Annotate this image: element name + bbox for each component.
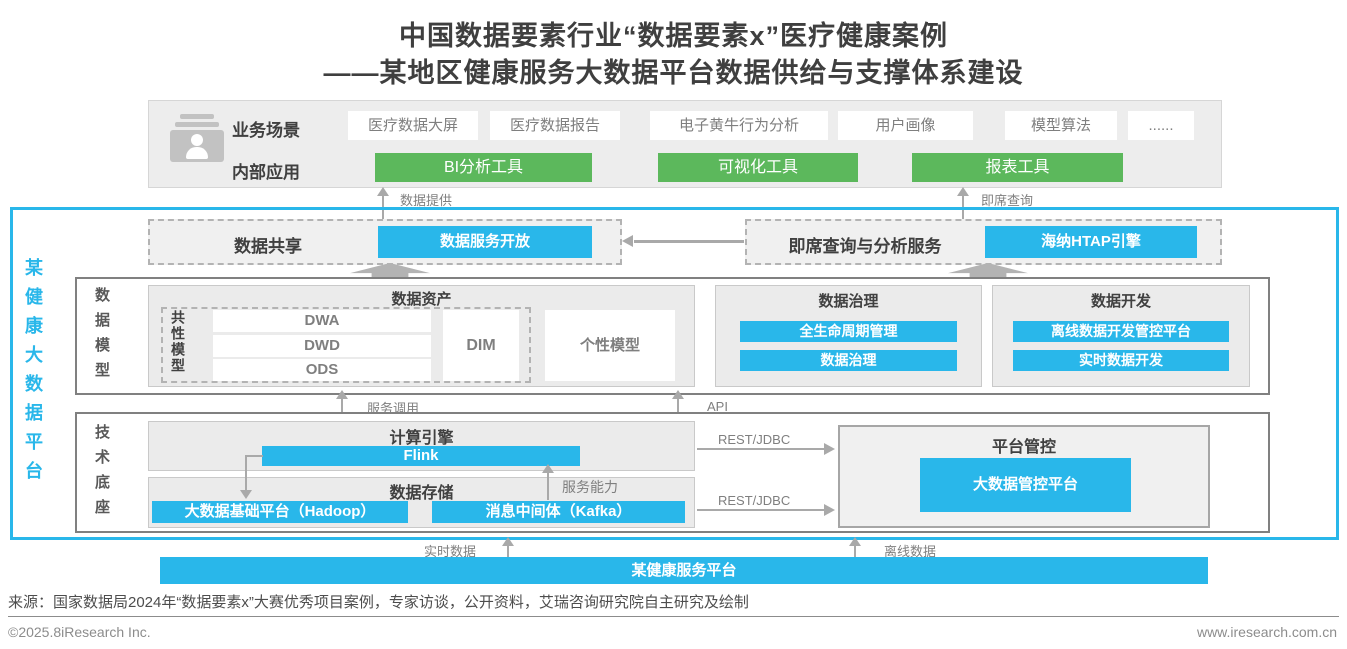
flink-to-hadoop-arrow-vline	[245, 455, 247, 491]
personal-model-box: 个性模型	[545, 310, 675, 381]
platform-vertical-label: 某健康大数据平台	[23, 258, 43, 490]
layer-dwd: DWD	[213, 335, 431, 357]
internal-app-label: 内部应用	[232, 163, 300, 182]
data-governance-button: 数据治理	[740, 350, 957, 371]
data-governance-title: 数据治理	[818, 293, 879, 310]
contact-card-icon	[170, 114, 224, 162]
health-bigdata-platform-frame	[10, 207, 1339, 540]
offline-data-label: 离线数据	[884, 544, 937, 559]
common-model-group	[161, 307, 531, 383]
flink-to-hadoop-arrow-head	[240, 490, 252, 499]
adhoc-to-share-arrow-line	[634, 240, 744, 243]
common-model-label: 共性模型	[170, 310, 186, 374]
adhoc-analysis-label: 即席查询与分析服务	[788, 237, 942, 256]
platform-control-title: 平台管控	[991, 439, 1056, 456]
tool-bi-analysis: BI分析工具	[375, 153, 592, 182]
realtime-data-arrow-head	[502, 537, 514, 546]
compute-engine-title: 计算引擎	[389, 430, 454, 447]
layer-dwa: DWA	[213, 310, 431, 332]
realtime-dev-button: 实时数据开发	[1013, 350, 1229, 371]
realtime-data-arrow-line	[507, 545, 509, 557]
data-provide-arrow-head	[377, 187, 389, 196]
kafka-to-flink-arrow-head	[542, 464, 554, 473]
data-provide-label: 数据提供	[400, 193, 453, 208]
scenario-item-more: ......	[1128, 111, 1194, 140]
health-service-platform-bar: 某健康服务平台	[160, 557, 1208, 584]
layer-dim: DIM	[443, 310, 519, 381]
offline-data-arrow-head	[849, 537, 861, 546]
kafka-bar: 消息中间体（Kafka）	[432, 501, 685, 523]
data-share-label: 数据共享	[234, 237, 302, 256]
realtime-data-label: 实时数据	[424, 544, 477, 559]
hadoop-bar: 大数据基础平台（Hadoop）	[152, 501, 408, 523]
scenario-item-scalper-analysis: 电子黄牛行为分析	[650, 111, 828, 140]
copyright-text: ©2025.8iResearch Inc.	[8, 624, 151, 640]
api-arrow-head	[672, 390, 684, 399]
data-service-open-button: 数据服务开放	[378, 226, 592, 258]
lifecycle-management-button: 全生命周期管理	[740, 321, 957, 342]
tool-visualization: 可视化工具	[658, 153, 858, 182]
scenario-item-model-algorithm: 模型算法	[1005, 111, 1117, 140]
data-storage-title: 数据存储	[389, 485, 454, 502]
rest-jdbc-arrow-head-2	[824, 504, 835, 516]
tool-reporting: 报表工具	[912, 153, 1123, 182]
rest-jdbc-label-2: REST/JDBC	[718, 493, 791, 508]
rest-jdbc-arrow-line-2	[697, 509, 825, 511]
data-asset-title: 数据资产	[391, 291, 452, 308]
rest-jdbc-arrow-head-1	[824, 443, 835, 455]
api-label: API	[707, 399, 728, 414]
tech-base-vertical-label: 技术底座	[93, 424, 110, 524]
layer-ods: ODS	[213, 359, 431, 381]
scenario-item-user-profile: 用户画像	[838, 111, 973, 140]
data-model-vertical-label: 数据模型	[93, 287, 110, 387]
adhoc-to-share-arrow-head	[622, 235, 633, 247]
adhoc-query-label: 即席查询	[981, 193, 1034, 208]
flink-to-hadoop-arrow-hline	[245, 455, 263, 457]
offline-dev-platform-button: 离线数据开发管控平台	[1013, 321, 1229, 342]
business-scenario-label: 业务场景	[232, 121, 300, 140]
scenario-item-medical-report: 医疗数据报告	[490, 111, 620, 140]
source-note: 来源：国家数据局2024年“数据要素x”大赛优秀项目案例，专家访谈，公开资料，艾…	[8, 594, 749, 611]
capability-label: 服务能力	[562, 479, 618, 495]
service-call-arrow-head	[336, 390, 348, 399]
footer-divider	[8, 616, 1339, 617]
flink-bar: Flink	[262, 446, 580, 466]
website-link: www.iresearch.com.cn	[1196, 624, 1337, 640]
bigdata-control-platform-button: 大数据管控平台	[920, 458, 1131, 512]
service-call-arrow-line	[341, 398, 343, 413]
scenario-item-medical-dashboard: 医疗数据大屏	[348, 111, 478, 140]
rest-jdbc-arrow-line-1	[697, 448, 825, 450]
data-development-title: 数据开发	[1090, 293, 1151, 310]
kafka-to-flink-arrow-line	[547, 472, 549, 500]
api-arrow-line	[677, 398, 679, 413]
page-title-line1: 中国数据要素行业“数据要素x”医疗健康案例	[398, 21, 948, 51]
adhoc-query-arrow-head	[957, 187, 969, 196]
htap-engine-button: 海纳HTAP引擎	[985, 226, 1197, 258]
rest-jdbc-label-1: REST/JDBC	[718, 432, 791, 447]
page-title-line2: ——某地区健康服务大数据平台数据供给与支撑体系建设	[323, 58, 1024, 88]
offline-data-arrow-line	[854, 545, 856, 557]
